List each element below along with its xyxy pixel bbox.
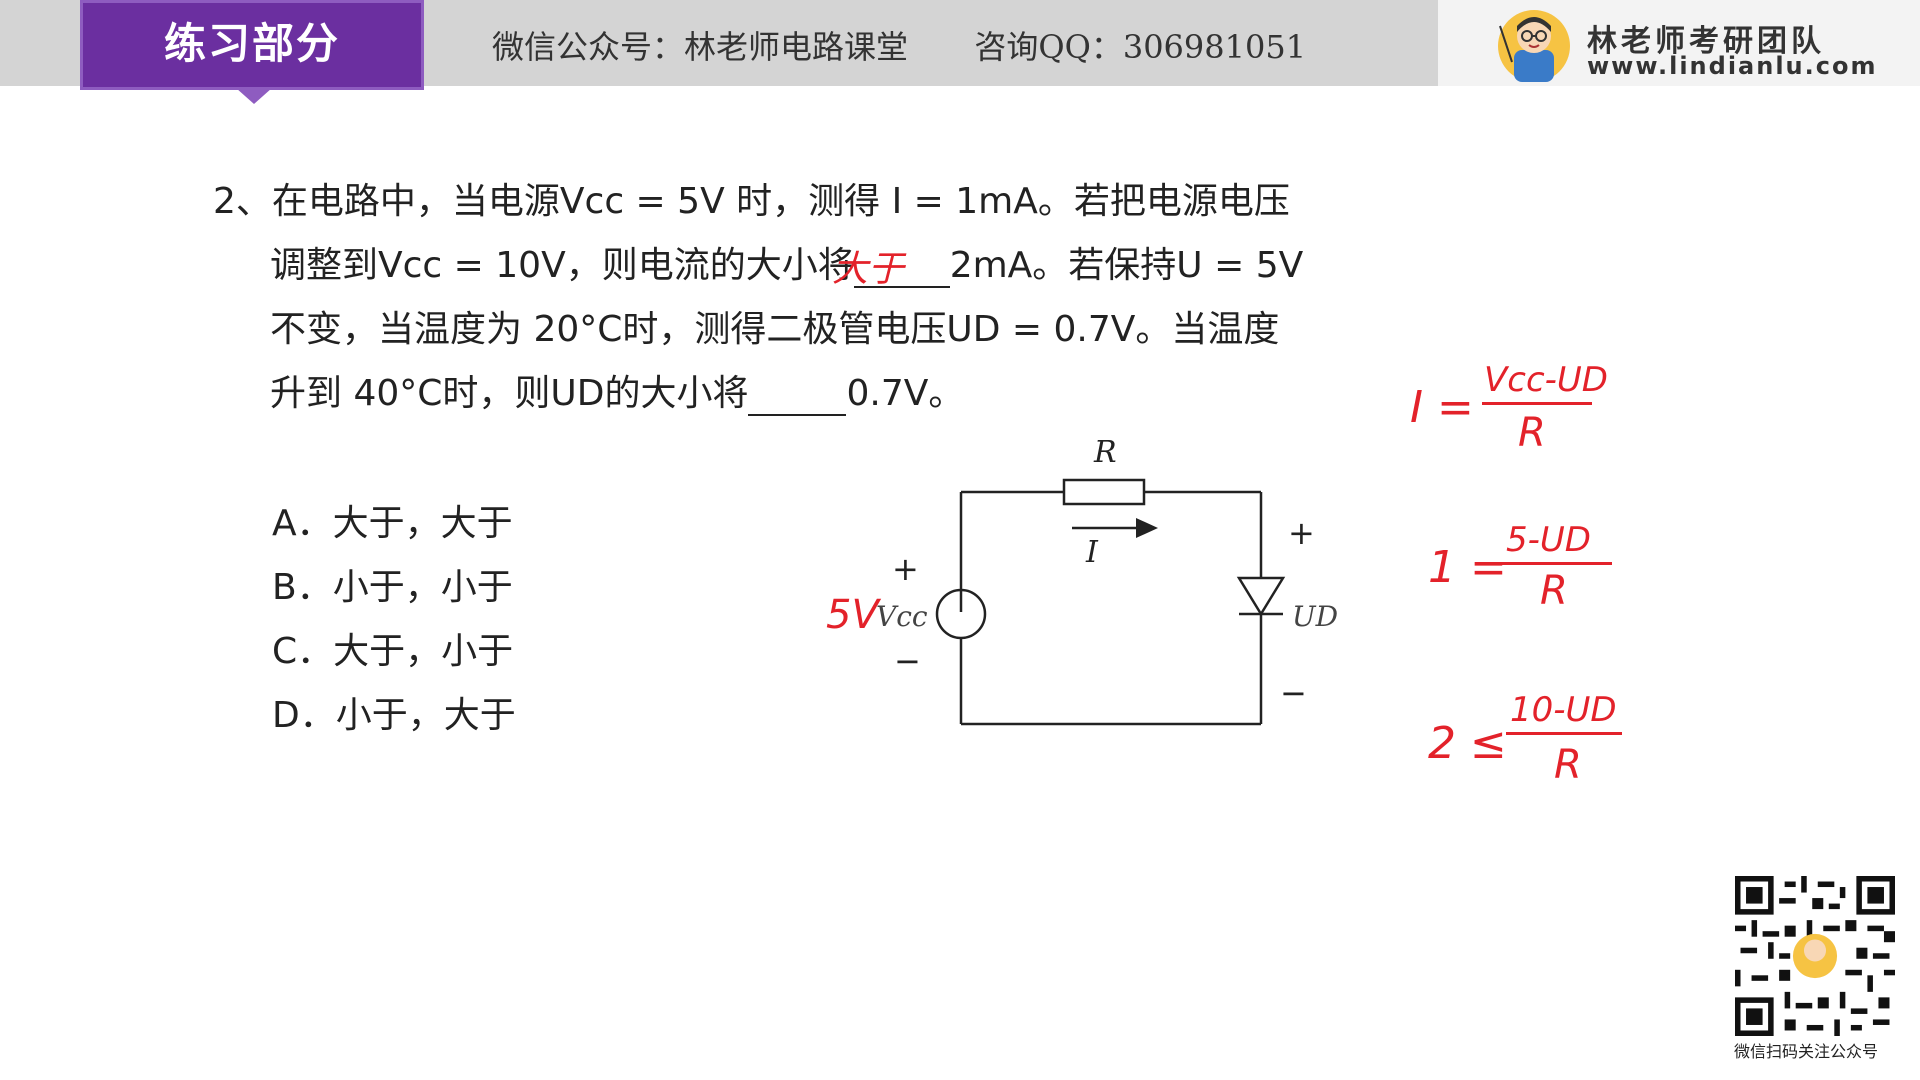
question-line-4-b: 0.7V。: [846, 373, 965, 414]
answer-blank-1: [853, 245, 950, 288]
qq-label: 咨询QQ：306981051: [974, 28, 1307, 66]
qr-caption: 微信扫码关注公众号: [1734, 1042, 1879, 1061]
current-arrow-head: [1136, 518, 1158, 538]
eq1-fraction-bar: [1482, 402, 1592, 405]
teacher-mascot-icon: [1498, 10, 1570, 82]
answer-blank-2: [748, 373, 847, 416]
option-b: B．小于，小于: [272, 567, 513, 608]
qr-code-icon: [1735, 876, 1895, 1036]
brand-url: www.lindianlu.com: [1587, 52, 1878, 80]
question-line-2: 调整到Vcc = 10V，则电流的大小将 2mA。若保持U = 5V: [270, 236, 1303, 288]
option-a: A．大于，大于: [272, 503, 513, 544]
source-minus: −: [894, 642, 921, 680]
option-c: C．大于，小于: [272, 631, 514, 672]
resistor-label: R: [1093, 435, 1117, 470]
question-line-2-b: 2mA。若保持U = 5V: [949, 245, 1304, 286]
question-line-3: 不变，当温度为 20°C时，测得二极管电压UD = 0.7V。当温度: [270, 309, 1280, 350]
diode-voltage-label: UD: [1292, 600, 1338, 633]
handwritten-answer-1: 大于: [832, 249, 905, 290]
source-label: Vcc: [876, 600, 928, 633]
eq2-numerator: 5-UD: [1506, 520, 1591, 560]
circuit-diagram: R I Vcc UD + − + −: [876, 435, 1338, 726]
question-line-1: 2、在电路中，当电源Vcc = 5V 时，测得 I = 1mA。若把电源电压: [213, 181, 1290, 222]
current-label: I: [1085, 535, 1099, 570]
eq2-fraction-bar: [1502, 562, 1612, 565]
section-tab-pointer: [236, 88, 272, 104]
question-line-4: 升到 40°C时，则UD的大小将 0.7V。: [270, 364, 964, 416]
eq3-left: 2 ≤: [1428, 718, 1507, 769]
brand-name: 林老师考研团队: [1587, 24, 1825, 59]
diode-minus: −: [1280, 674, 1307, 712]
eq1-numerator: Vcc-UD: [1484, 360, 1608, 400]
section-title: 练习部分: [163, 19, 340, 68]
wechat-label: 微信公众号：林老师电路课堂: [492, 28, 909, 66]
eq3-fraction-bar: [1506, 732, 1622, 735]
diode-triangle: [1236, 576, 1286, 617]
eq2-left: 1 =: [1428, 542, 1507, 593]
question-line-4-a: 升到 40°C时，则UD的大小将: [270, 373, 749, 414]
eq3-denominator: R: [1554, 742, 1582, 788]
resistor: [1062, 478, 1146, 506]
handwritten-source-value: 5V: [826, 592, 879, 638]
header-contact: 微信公众号：林老师电路课堂 咨询QQ：306981051: [492, 22, 1306, 68]
option-d: D．小于，大于: [272, 695, 516, 736]
question-line-2-a: 调整到Vcc = 10V，则电流的大小将: [270, 245, 854, 286]
diode-plus: +: [1288, 514, 1315, 552]
eq3-numerator: 10-UD: [1510, 690, 1617, 730]
eq1-left: I =: [1410, 382, 1474, 433]
eq2-denominator: R: [1540, 568, 1568, 614]
eq1-denominator: R: [1518, 410, 1546, 456]
source-plus: +: [892, 550, 919, 588]
